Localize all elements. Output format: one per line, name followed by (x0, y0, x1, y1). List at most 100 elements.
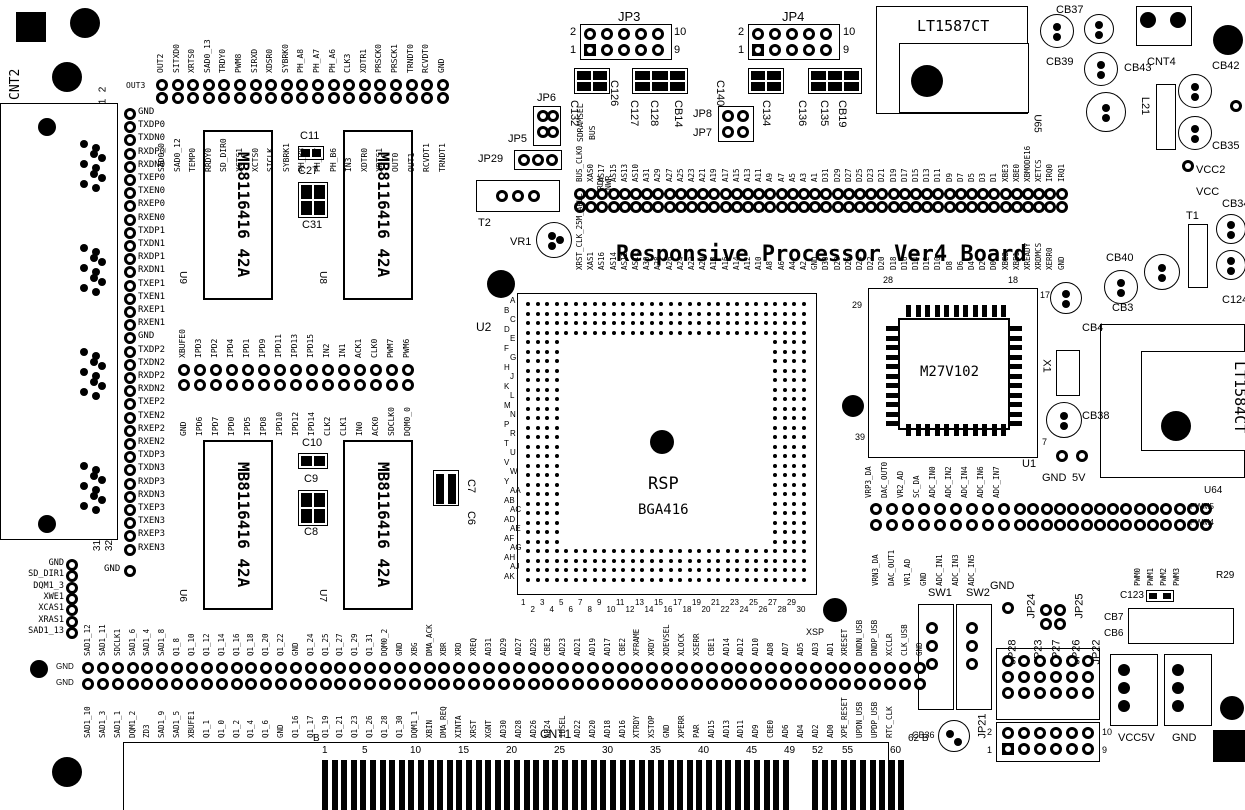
rom-pin (1010, 411, 1022, 417)
cnt1-finger (715, 760, 722, 810)
bottom-header-pin (379, 678, 391, 690)
bga-ball (545, 425, 549, 430)
left-header-pin (124, 504, 136, 516)
mid-header-pin (226, 364, 238, 376)
left-header-pin (124, 464, 136, 477)
cnt1-finger (888, 760, 895, 810)
switch-pin (1172, 700, 1184, 712)
bottom-signal-upper: Q1_29 (350, 633, 360, 656)
left-header-pin (124, 517, 136, 530)
bga-ball (725, 311, 730, 316)
bga-ball (668, 577, 673, 582)
bga-ball (554, 492, 559, 496)
cnt2-pin (90, 170, 98, 178)
addr-header-pin (999, 188, 1012, 200)
bga-ball (792, 501, 796, 506)
capacitor-label: CB40 (1106, 252, 1134, 264)
adc-label-upper: ADC_IN7 (992, 466, 1001, 498)
bottom-signal-lower: Q1_16 (290, 715, 300, 738)
addr-header-pin (977, 201, 990, 213)
c11-label: C11 (300, 130, 320, 142)
bottom-signal-upper: Q1_16 (231, 633, 241, 656)
smd-pad (652, 71, 668, 80)
bottom-signal-upper: AD29 (498, 637, 508, 656)
bottom-signal-lower: AD22 (573, 719, 583, 738)
cnt1-finger (533, 760, 540, 810)
bottom-signal-upper: DMA_ACK (424, 624, 434, 656)
jumper-pin (1034, 671, 1046, 683)
bga-ball (592, 549, 597, 553)
bottom-signal-upper: XBR (439, 642, 449, 656)
rom-pin (1010, 392, 1022, 398)
bga-ball (754, 302, 758, 306)
cnt2-pin (80, 388, 88, 396)
jp3-pin (635, 44, 647, 56)
bottom-header-pin (735, 678, 748, 690)
bga-ball (706, 321, 711, 325)
bga-ball (535, 482, 540, 487)
capacitor (1178, 116, 1212, 150)
bottom-signal-lower: XBIN (424, 719, 434, 738)
bga-ball (535, 473, 540, 477)
transformer-t1 (918, 604, 954, 710)
bottom-signal-upper: Q1_18 (246, 633, 256, 656)
bga-col-label: 9 (597, 598, 602, 607)
jumper-pin (496, 190, 508, 202)
cnt1-finger (523, 760, 530, 810)
addr-header-pin (943, 201, 956, 213)
addr-signal-lower: A22 (687, 256, 696, 270)
top-header-pin (234, 79, 246, 91)
jp24-label: JP24 (1025, 593, 1038, 619)
mid-signal-upper: IPD15 (306, 333, 315, 358)
u7-ref: U7 (316, 589, 328, 602)
cnt1-finger (379, 760, 386, 810)
bga-ball (583, 558, 587, 563)
bga-ball (535, 378, 540, 382)
addr-signal-lower: D4 (967, 260, 976, 270)
bottom-signal-upper: AD10 (751, 637, 761, 656)
left-header-pin (124, 332, 136, 345)
bga-ball (554, 444, 559, 449)
mid-header-pin (338, 364, 350, 376)
bga-ball (792, 368, 796, 373)
adc-label-lower: ADC_IN3 (951, 554, 960, 586)
bga-ball (659, 558, 663, 563)
cnt2-pin (92, 372, 100, 380)
bottom-signal-upper: CLK_USB (899, 624, 909, 656)
bga-ball (659, 321, 663, 325)
bottom-signal-lower: AD15 (706, 719, 716, 738)
bga-ball (792, 577, 796, 582)
bottom-header-pin (141, 662, 154, 674)
top-header-pin (156, 79, 168, 91)
mid-signal-upper: IN1 (338, 343, 347, 358)
left-header-pin (124, 451, 136, 464)
bga-ball (630, 549, 635, 553)
inductor-l21 (1056, 350, 1080, 396)
top-header-pin (358, 79, 371, 91)
bga-ball (763, 302, 768, 306)
cap-lead (1117, 279, 1125, 287)
bga-ball (801, 501, 806, 506)
cnt1-number: 5 (362, 745, 368, 756)
adc-header-pin (1186, 503, 1199, 515)
smd-pad (827, 82, 843, 91)
bottom-header-pin (512, 678, 525, 690)
capacitor-label: CB43 (1124, 62, 1152, 74)
bottom-header-pin (572, 662, 585, 674)
smd-pad (751, 82, 765, 91)
adc-header-pin (1133, 519, 1146, 531)
jp4-pin (820, 28, 832, 40)
bga-ball (801, 378, 806, 382)
mid-signal-lower: CLK1 (339, 416, 348, 436)
bga-col-label: 13 (635, 598, 644, 607)
rom-pin (1010, 402, 1022, 407)
addr-signal-lower: A18 (709, 256, 719, 270)
left-header-label: GND (138, 331, 155, 342)
mid-header-pin (370, 379, 382, 391)
test-point (1230, 100, 1242, 112)
bga-ball (697, 302, 701, 306)
pin1-marker (650, 430, 674, 454)
bga-ball (554, 549, 559, 553)
jumper-pin (1002, 655, 1014, 667)
